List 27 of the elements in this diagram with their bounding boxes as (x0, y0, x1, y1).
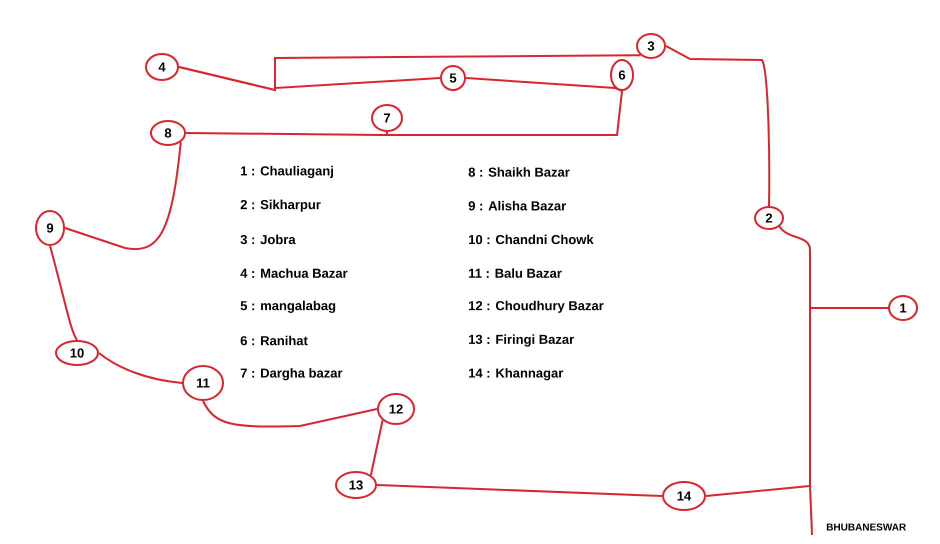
road-line (706, 307, 888, 497)
road-line (186, 132, 388, 136)
legend-entry: 13 : Firingi Bazar (469, 334, 574, 347)
road-line (202, 400, 378, 428)
road-line (466, 77, 622, 92)
road-line (178, 66, 440, 92)
legend-entry: 8 : Shaikh Bazar (468, 167, 570, 177)
legend-entry: 2 : Sikharpur (240, 200, 321, 212)
road-line (386, 90, 623, 136)
road-line (98, 352, 182, 384)
legend-entry: 12 : Choudhury Bazar (469, 300, 604, 313)
legend-entry: 6 : Ranihat (240, 336, 308, 346)
road-line (370, 420, 384, 476)
legend-entry: 11 : Balu Bazar (469, 268, 562, 278)
legend-entry: 1 : Chauliaganj (241, 166, 333, 178)
legend-entry: 7 : Dargha bazar (240, 368, 342, 380)
road-line (64, 142, 182, 250)
road-line (376, 484, 662, 497)
legend-entry: 5 : mangalabag (240, 300, 336, 313)
legend-entry: 14 : Khannagar (469, 368, 564, 380)
city-label: BHUBANESWAR (826, 523, 906, 531)
road-line (49, 246, 78, 341)
legend-entry: 9 : Alisha Bazar (468, 200, 566, 210)
legend-entry: 4 : Machua Bazar (240, 268, 348, 278)
legend-entry: 10 : Chandni Chowk (469, 234, 594, 244)
legend-entry: 3 : Jobra (240, 234, 296, 244)
road-line (666, 45, 770, 206)
